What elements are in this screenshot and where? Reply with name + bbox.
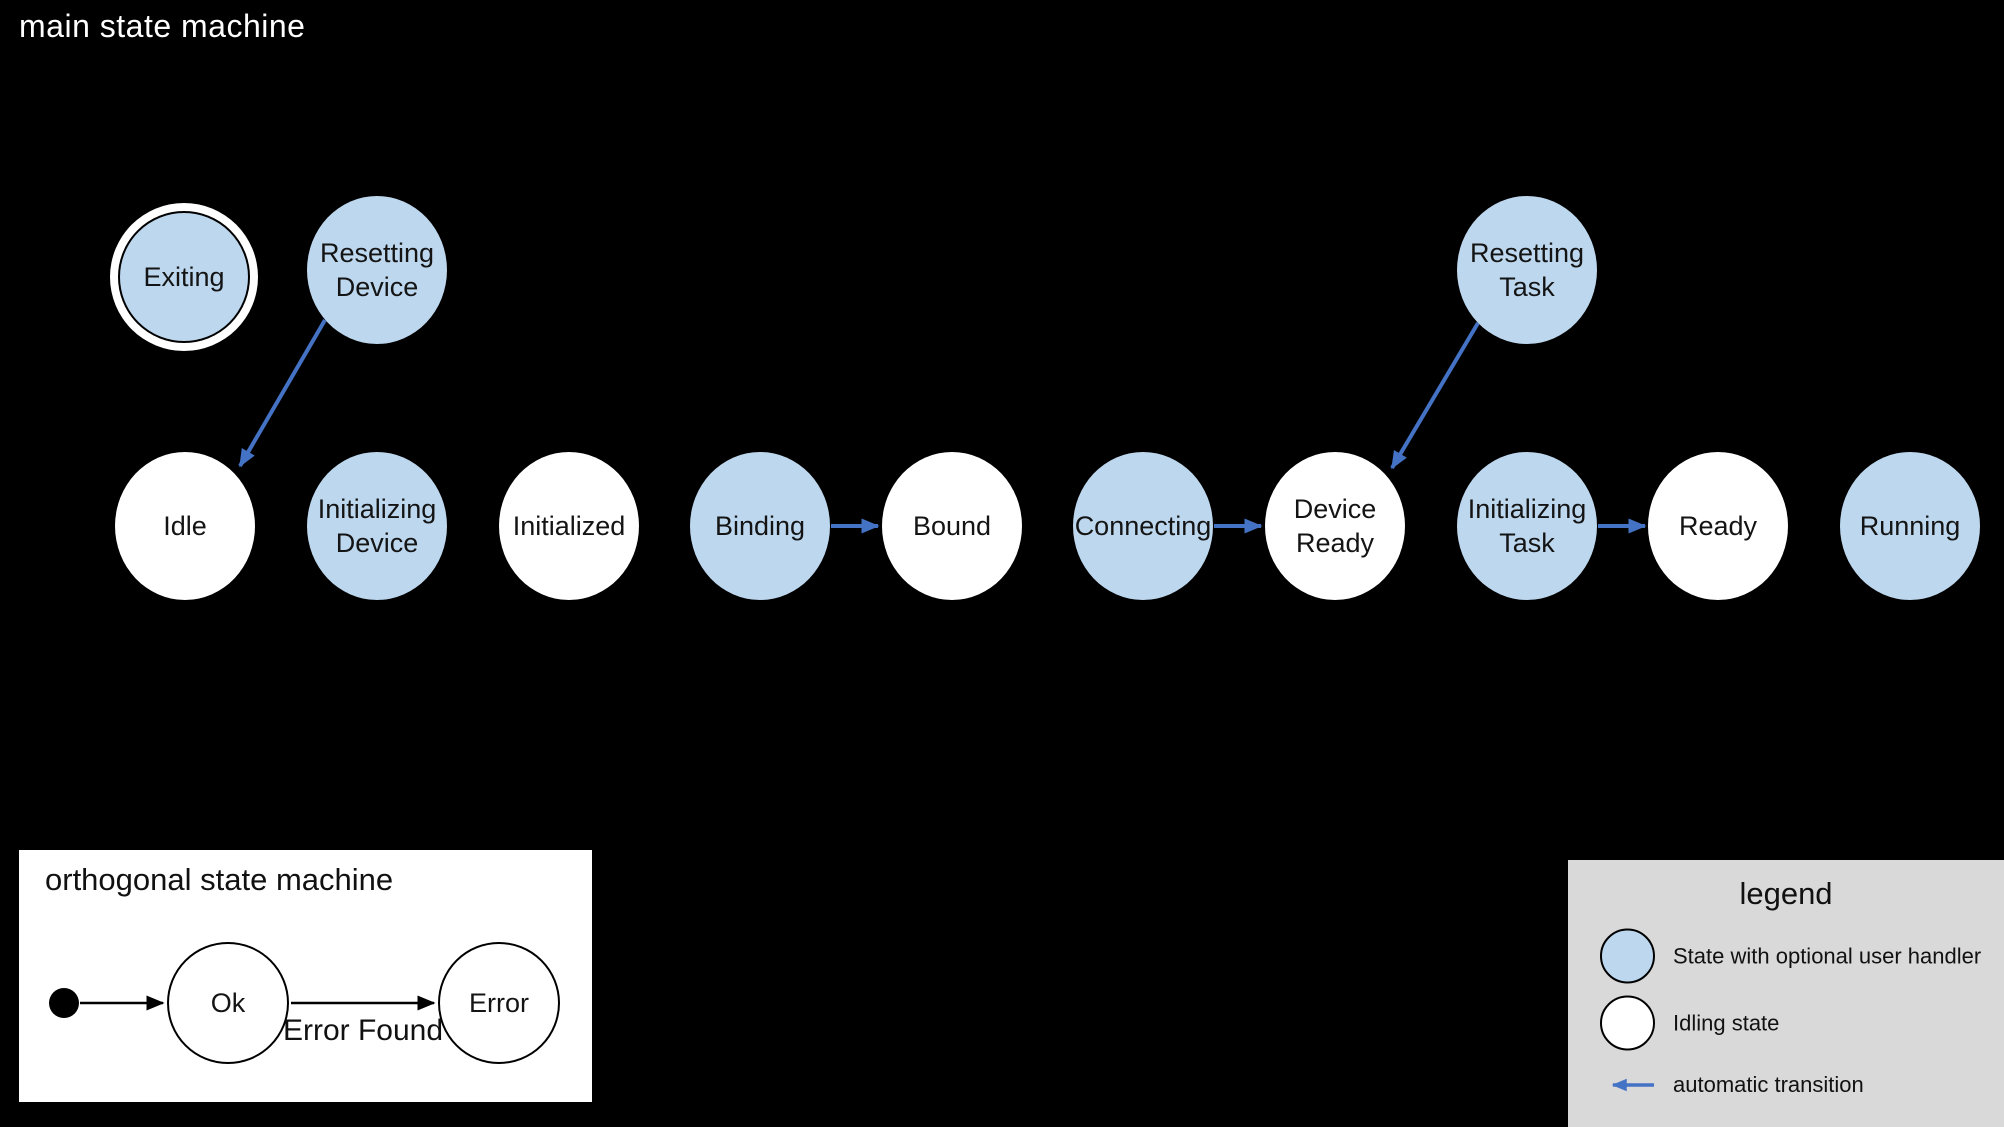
state-device-ready: Device Ready — [1265, 452, 1405, 600]
legend-item-label: automatic transition — [1673, 1072, 1864, 1097]
legend-panel: legend State with optional user handler … — [1568, 860, 2004, 1127]
main-state-machine-title: main state machine — [19, 8, 306, 44]
state-error: Error — [438, 942, 560, 1064]
legend-title: legend — [1739, 876, 1833, 911]
state-exiting: Exiting — [118, 211, 250, 343]
state-resetting-device: Resetting Device — [307, 196, 447, 344]
state-resetting-task: Resetting Task — [1457, 196, 1597, 344]
state-connecting: Connecting — [1073, 452, 1213, 600]
legend-item-user-handler-state: State with optional user handler — [1600, 928, 1982, 984]
automatic-transition-arrow-icon — [1611, 1078, 1654, 1092]
idling-state-swatch — [1600, 995, 1655, 1051]
initial-state-dot — [49, 988, 79, 1018]
transition-resetting-device-to-idle — [238, 318, 327, 468]
legend-item-label: State with optional user handler — [1673, 943, 1982, 968]
error-found-transition-label: Error Found — [282, 1014, 444, 1047]
state-running: Running — [1840, 452, 1980, 600]
state-initializing-task: Initializing Task — [1457, 452, 1597, 600]
state-binding: Binding — [690, 452, 830, 600]
state-ok: Ok — [167, 942, 289, 1064]
legend-item-idling-state: Idling state — [1600, 995, 1780, 1051]
user-handler-state-swatch — [1600, 928, 1655, 984]
orthogonal-state-machine-panel: orthogonal state machine Ok Error Error … — [19, 850, 592, 1102]
transition-resetting-task-to-device-ready — [1390, 321, 1480, 470]
orthogonal-state-machine-title: orthogonal state machine — [45, 862, 394, 897]
state-initializing-device: Initializing Device — [307, 452, 447, 600]
state-bound: Bound — [882, 452, 1022, 600]
state-ready: Ready — [1648, 452, 1788, 600]
state-initialized: Initialized — [499, 452, 639, 600]
orthogonal-arrow-layer — [49, 988, 436, 1018]
legend-item-automatic-transition: automatic transition — [1600, 1072, 1864, 1098]
state-idle: Idle — [115, 452, 255, 600]
legend-item-label: Idling state — [1673, 1010, 1780, 1035]
